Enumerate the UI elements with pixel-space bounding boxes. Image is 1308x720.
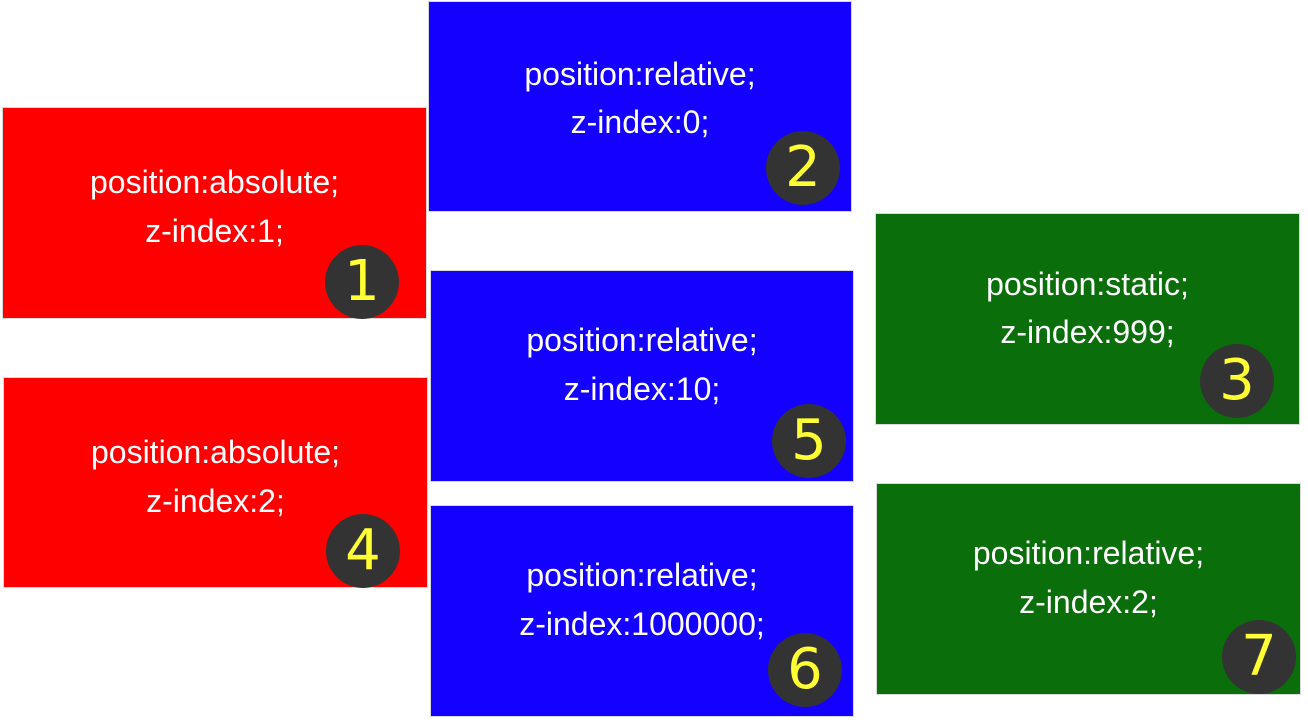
box-position-text: position:relative; xyxy=(524,56,756,92)
order-badge: 1 xyxy=(325,245,399,319)
box-static-z999: position:static; z-index:999; 3 xyxy=(875,213,1300,425)
box-relative-z0: position:relative; z-index:0; 2 xyxy=(428,1,852,212)
box-relative-z1000000: position:relative; z-index:1000000; 6 xyxy=(430,505,854,717)
box-absolute-z2: position:absolute; z-index:2; 4 xyxy=(3,377,428,588)
box-position-text: position:absolute; xyxy=(90,434,341,470)
box-zindex-text: z-index:10; xyxy=(563,371,721,407)
box-position-text: position:absolute; xyxy=(89,164,340,200)
order-badge: 7 xyxy=(1222,620,1296,694)
box-position-text: position:static; xyxy=(986,266,1189,302)
box-position-text: position:relative; xyxy=(526,557,758,593)
box-relative-z10: position:relative; z-index:10; 5 xyxy=(430,270,854,482)
order-badge: 4 xyxy=(326,514,400,588)
order-badge: 2 xyxy=(766,131,840,205)
box-zindex-text: z-index:0; xyxy=(570,104,710,140)
order-badge: 3 xyxy=(1200,344,1274,418)
order-badge: 6 xyxy=(768,633,842,707)
order-badge: 5 xyxy=(772,404,846,478)
box-position-text: position:relative; xyxy=(972,535,1205,571)
box-zindex-text: z-index:1; xyxy=(145,213,284,249)
box-relative-z2-green: position:relative; z-index:2; 7 xyxy=(876,483,1301,695)
box-zindex-text: z-index:2; xyxy=(146,483,285,519)
box-absolute-z1: position:absolute; z-index:1; 1 xyxy=(2,107,427,319)
box-zindex-text: z-index:1000000; xyxy=(519,606,765,642)
box-zindex-text: z-index:999; xyxy=(1000,314,1175,350)
box-zindex-text: z-index:2; xyxy=(1019,584,1158,620)
box-position-text: position:relative; xyxy=(526,322,758,358)
